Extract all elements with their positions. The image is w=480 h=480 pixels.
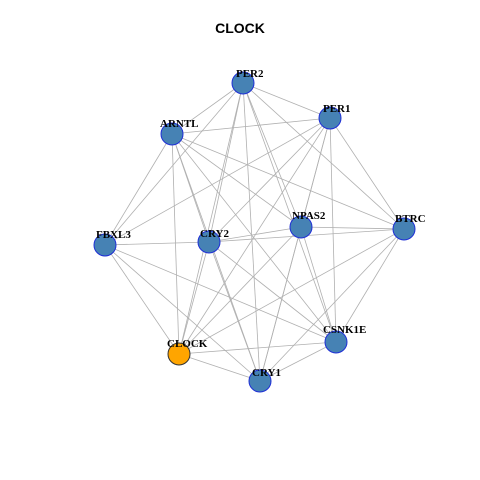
edge-btrc-csnk1e: [335, 228, 405, 343]
edge-per2-arntl: [171, 82, 244, 135]
edge-per1-arntl: [171, 117, 331, 135]
edge-csnk1e-cry1: [259, 341, 337, 382]
edge-fbxl3-cry1: [104, 244, 261, 382]
node-per2: PER2: [231, 68, 264, 95]
edge-per1-fbxl3: [104, 117, 331, 246]
edge-btrc-cry1: [259, 228, 405, 382]
edge-btrc-clock: [178, 228, 405, 355]
node-circle-per1: [318, 106, 342, 130]
node-label-btrc: BTRC: [395, 213, 426, 225]
node-csnk1e: CSNK1E: [323, 324, 366, 354]
node-circle-btrc: [392, 217, 416, 241]
edge-arntl-cry1: [171, 133, 261, 382]
edge-per2-fbxl3: [104, 82, 244, 246]
node-fbxl3: FBXL3: [93, 229, 131, 257]
node-npas2: NPAS2: [289, 210, 326, 239]
node-circle-cry1: [248, 369, 272, 393]
edge-npas2-btrc: [300, 226, 405, 230]
edge-npas2-clock: [178, 226, 302, 355]
edge-fbxl3-clock: [104, 244, 180, 355]
node-label-fbxl3: FBXL3: [96, 229, 131, 241]
node-per1: PER1: [318, 103, 351, 130]
node-clock: CLOCK: [167, 338, 208, 366]
edge-cry2-clock: [178, 241, 210, 355]
edge-arntl-btrc: [171, 133, 405, 230]
node-circle-npas2: [289, 215, 313, 239]
edge-per2-cry1: [242, 82, 261, 382]
edge-fbxl3-cry2: [104, 241, 210, 246]
edge-per2-btrc: [242, 82, 405, 230]
edge-per1-clock: [178, 117, 331, 355]
edge-arntl-npas2: [171, 133, 302, 228]
edge-csnk1e-clock: [178, 341, 337, 355]
node-circle-csnk1e: [324, 330, 348, 354]
edge-per2-per1: [242, 82, 331, 119]
node-label-npas2: NPAS2: [292, 210, 326, 222]
node-label-per1: PER1: [323, 103, 351, 115]
node-label-arntl: ARNTL: [160, 118, 199, 130]
node-circle-fbxl3: [93, 233, 117, 257]
node-label-cry2: CRY2: [200, 228, 229, 240]
edge-fbxl3-csnk1e: [104, 244, 337, 343]
node-cry2: CRY2: [197, 228, 229, 254]
node-label-csnk1e: CSNK1E: [323, 324, 366, 336]
edge-cry2-cry1: [208, 241, 261, 382]
edge-per1-cry2: [208, 117, 331, 243]
edge-arntl-csnk1e: [171, 133, 337, 343]
node-circle-per2: [231, 71, 255, 95]
node-circle-clock: [167, 342, 191, 366]
edge-arntl-fbxl3: [104, 133, 173, 246]
node-label-cry1: CRY1: [252, 367, 281, 379]
edge-per1-btrc: [329, 117, 405, 230]
edge-cry2-csnk1e: [208, 241, 337, 343]
edge-npas2-cry1: [259, 226, 302, 382]
node-cry1: CRY1: [248, 367, 281, 393]
edge-npas2-cry2: [208, 226, 302, 243]
edge-per2-cry2: [208, 82, 244, 243]
node-arntl: ARNTL: [160, 118, 199, 146]
edge-layer: [104, 82, 405, 382]
edge-per2-npas2: [242, 82, 302, 228]
edge-per2-csnk1e: [242, 82, 337, 343]
node-label-clock: CLOCK: [167, 338, 208, 350]
node-label-per2: PER2: [236, 68, 264, 80]
edge-npas2-csnk1e: [300, 226, 337, 343]
node-circle-arntl: [160, 122, 184, 146]
node-circle-cry2: [197, 230, 221, 254]
edge-clock-cry1: [178, 353, 261, 382]
edge-arntl-clock: [171, 133, 180, 355]
diagram-title: CLOCK: [215, 20, 265, 36]
edge-per1-csnk1e: [329, 117, 337, 343]
node-btrc: BTRC: [392, 213, 426, 241]
